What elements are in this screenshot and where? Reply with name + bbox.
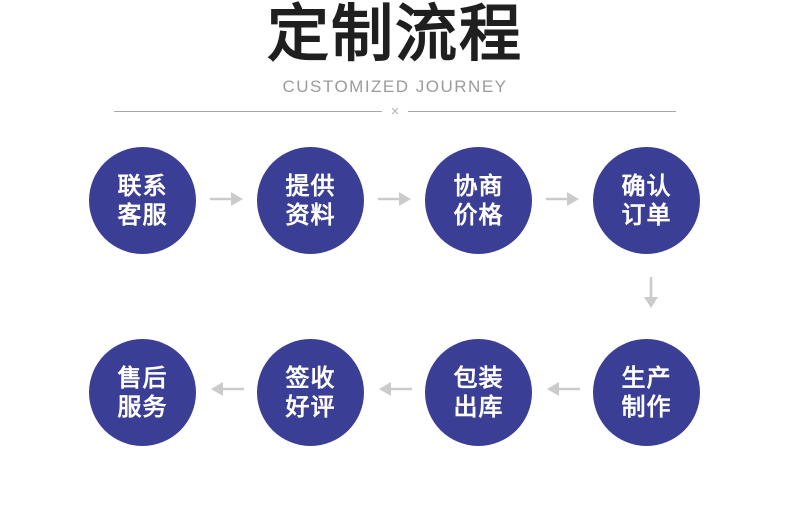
right-arrow-icon — [546, 191, 580, 207]
step-label-line: 售后 — [117, 364, 168, 392]
step-label-line: 确认 — [621, 172, 672, 200]
step-sign-and-review: 签收 好评 — [257, 339, 364, 446]
step-label-line: 生产 — [621, 364, 672, 392]
step-label-line: 订单 — [621, 201, 672, 229]
step-production: 生产 制作 — [593, 339, 700, 446]
divider-line-left — [114, 111, 382, 112]
x-mark-icon: × — [390, 103, 400, 120]
page-title: 定制流程 — [266, 0, 523, 69]
step-confirm-order: 确认 订单 — [593, 147, 700, 254]
left-arrow-icon — [546, 381, 580, 397]
step-after-sales-service: 售后 服务 — [89, 339, 196, 446]
step-label-line: 出库 — [453, 393, 504, 421]
page-subtitle: CUSTOMIZED JOURNEY — [282, 77, 508, 96]
step-contact-service: 联系 客服 — [89, 147, 196, 254]
down-arrow-icon — [643, 277, 659, 309]
step-packaging-shipment: 包装 出库 — [425, 339, 532, 446]
step-label-line: 协商 — [453, 172, 504, 200]
step-negotiate-price: 协商 价格 — [425, 147, 532, 254]
left-arrow-icon — [378, 381, 412, 397]
step-label-line: 资料 — [285, 201, 336, 229]
step-provide-materials: 提供 资料 — [257, 147, 364, 254]
step-label-line: 服务 — [117, 393, 168, 421]
step-label-line: 制作 — [621, 393, 672, 421]
divider-line-right — [408, 111, 677, 112]
left-arrow-icon — [210, 381, 244, 397]
step-label-line: 客服 — [117, 201, 168, 229]
right-arrow-icon — [210, 191, 244, 207]
step-label-line: 价格 — [453, 201, 504, 229]
step-label-line: 好评 — [285, 393, 336, 421]
step-label-line: 提供 — [285, 172, 336, 200]
step-label-line: 签收 — [285, 364, 336, 392]
divider: × — [114, 103, 677, 120]
step-label-line: 包装 — [453, 364, 504, 392]
step-label-line: 联系 — [117, 172, 168, 200]
right-arrow-icon — [378, 191, 412, 207]
